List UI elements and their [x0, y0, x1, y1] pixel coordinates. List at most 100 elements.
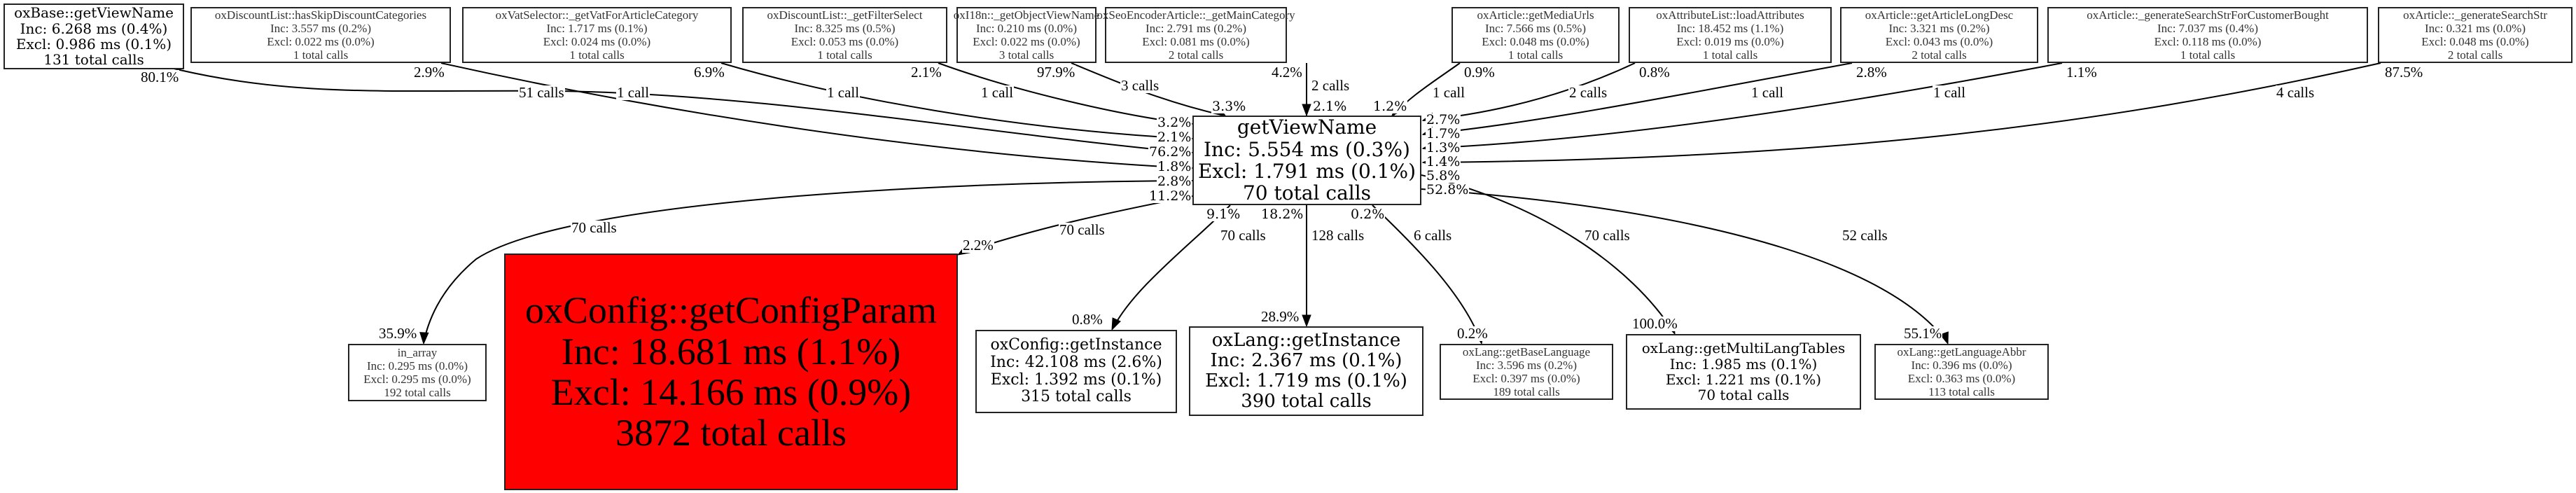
node-calls: 70 total calls	[1697, 387, 1790, 404]
node-calls: 2 total calls	[2447, 48, 2503, 62]
node-excl: Excl: 1.719 ms (0.1%)	[1205, 370, 1407, 391]
edge-label-calls: 2 calls	[1311, 77, 1351, 94]
node-calls: 1 total calls	[569, 48, 625, 62]
node-callee-getconfigparam[interactable]: oxConfig::getConfigParam Inc: 18.681 ms …	[504, 254, 958, 490]
edge-label-calls: 1 call	[1933, 84, 1967, 101]
node-caller-getmaincategory[interactable]: oxSeoEncoderArticle::_getMainCategory In…	[1096, 7, 1295, 63]
node-center-getviewname[interactable]: getViewName Inc: 5.554 ms (0.3%) Excl: 1…	[1192, 116, 1421, 205]
edge-generatesearchstr	[1422, 62, 2381, 163]
edge-label-in-pct: 100.0%	[1631, 315, 1678, 332]
node-title: oxBase::getViewName	[14, 4, 174, 22]
edge-label-in-pct: 0.2%	[1456, 325, 1489, 342]
edge-label-out-pct: 2.8%	[1157, 174, 1192, 189]
node-inc: Inc: 5.554 ms (0.3%)	[1204, 137, 1410, 161]
edge-label-in-pct: 2.1%	[1312, 99, 1348, 114]
node-caller-getarticlelongdesc[interactable]: oxArticle::getArticleLongDesc Inc: 3.321…	[1840, 7, 2038, 63]
node-inc: Inc: 6.268 ms (0.4%)	[20, 20, 168, 37]
edge-to-oxlang-getinstance-arrowhead	[1302, 314, 1311, 328]
node-excl: Excl: 0.295 ms (0.0%)	[363, 373, 471, 386]
edge-to-in-array-arrowhead	[419, 332, 429, 345]
node-title: oxLang::getInstance	[1211, 329, 1401, 351]
node-inc: Inc: 18.681 ms (1.1%)	[561, 330, 901, 373]
node-title: oxArticle::_generateSearchStr	[2403, 8, 2547, 22]
node-callee-getbaselanguage[interactable]: oxLang::getBaseLanguage Inc: 3.596 ms (0…	[1440, 344, 1613, 400]
edge-label-calls: 1 call	[616, 84, 650, 101]
node-excl: Excl: 0.397 ms (0.0%)	[1473, 372, 1580, 385]
node-caller-getobjectviewname[interactable]: oxI18n::_getObjectViewName Inc: 0.210 ms…	[954, 7, 1099, 63]
edge-label-calls: 2 calls	[1568, 84, 1608, 101]
edge-oxbase-getviewname	[167, 67, 1191, 153]
node-excl: Excl: 0.022 ms (0.0%)	[973, 35, 1080, 48]
edge-label-calls: 70 calls	[1059, 221, 1106, 238]
node-excl: Excl: 0.986 ms (0.1%)	[15, 36, 172, 53]
node-inc: Inc: 8.325 ms (0.5%)	[794, 21, 896, 35]
node-excl: Excl: 1.221 ms (0.1%)	[1665, 371, 1822, 388]
node-inc: Inc: 42.108 ms (2.6%)	[990, 353, 1162, 371]
edge-getmaincategory-arrowhead	[1302, 104, 1311, 117]
node-title: oxConfig::getConfigParam	[525, 289, 937, 332]
edge-label-out-pct: 2.1%	[910, 64, 942, 81]
edge-label-calls: 1 call	[826, 84, 861, 101]
node-callee-oxlang-getinstance[interactable]: oxLang::getInstance Inc: 2.367 ms (0.1%)…	[1189, 326, 1423, 416]
edge-customerbought	[1422, 62, 2063, 149]
node-caller-generatesearchstr[interactable]: oxArticle::_generateSearchStr Inc: 0.321…	[2378, 7, 2572, 63]
node-caller-generatesearchstrforcustomerbought[interactable]: oxArticle::_generateSearchStrForCustomer…	[2047, 7, 2368, 63]
node-inc: Inc: 1.717 ms (0.1%)	[546, 21, 648, 35]
edge-label-calls: 70 calls	[571, 219, 618, 236]
node-excl: Excl: 0.048 ms (0.0%)	[2421, 35, 2529, 48]
edge-label-out-pct: 6.9%	[693, 64, 725, 81]
node-title: getViewName	[1237, 116, 1377, 139]
node-inc: Inc: 3.321 ms (0.2%)	[1888, 21, 1990, 35]
node-excl: Excl: 0.048 ms (0.0%)	[1482, 35, 1589, 48]
node-excl: Excl: 0.118 ms (0.0%)	[2154, 35, 2262, 48]
node-inc: Inc: 7.037 ms (0.4%)	[2157, 21, 2258, 35]
node-title: in_array	[397, 345, 438, 359]
node-calls: 131 total calls	[43, 51, 144, 69]
node-callee-getlanguageabbr[interactable]: oxLang::getLanguageAbbr Inc: 0.396 ms (0…	[1874, 344, 2049, 400]
node-title: oxAttributeList::loadAttributes	[1656, 8, 1804, 22]
node-caller-getvatforarticlecategory[interactable]: oxVatSelector::_getVatForArticleCategory…	[462, 7, 732, 63]
node-title: oxVatSelector::_getVatForArticleCategory	[495, 8, 699, 22]
node-excl: Excl: 0.053 ms (0.0%)	[791, 35, 899, 48]
node-caller-getmediaurls[interactable]: oxArticle::getMediaUrls Inc: 7.566 ms (0…	[1451, 7, 1620, 63]
node-callee-getmultilangtables[interactable]: oxLang::getMultiLangTables Inc: 1.985 ms…	[1626, 334, 1861, 410]
node-caller-getfilterselect[interactable]: oxDiscountList::_getFilterSelect Inc: 8.…	[742, 7, 947, 63]
node-inc: Inc: 0.396 ms (0.0%)	[1911, 358, 2012, 372]
node-inc: Inc: 18.452 ms (1.1%)	[1676, 21, 1784, 35]
node-inc: Inc: 7.566 ms (0.5%)	[1484, 21, 1586, 35]
node-calls: 315 total calls	[1021, 388, 1132, 406]
node-title: oxI18n::_getObjectViewName	[953, 8, 1100, 22]
node-excl: Excl: 0.022 ms (0.0%)	[267, 35, 375, 48]
edge-label-calls: 128 calls	[1311, 227, 1365, 244]
edge-label-out-pct: 0.2%	[1350, 207, 1386, 222]
node-excl: Excl: 1.392 ms (0.1%)	[990, 370, 1162, 389]
edge-to-oxconfig-getinstance-arrowhead	[1111, 317, 1121, 331]
node-caller-loadattributes[interactable]: oxAttributeList::loadAttributes Inc: 18.…	[1629, 7, 1832, 63]
edge-label-out-pct: 0.9%	[1463, 64, 1496, 81]
edge-label-calls: 70 calls	[1584, 227, 1631, 244]
node-caller-haskipdiscountcategories[interactable]: oxDiscountList::hasSkipDiscountCategorie…	[190, 7, 451, 63]
node-calls: 2 total calls	[1912, 48, 1967, 62]
node-calls: 3 total calls	[998, 48, 1054, 62]
node-inc: Inc: 3.557 ms (0.2%)	[270, 21, 371, 35]
edge-label-out-pct: 5.8%	[1426, 168, 1461, 183]
edge-label-in-pct: 35.9%	[378, 325, 418, 342]
edge-label-out-pct: 0.8%	[1638, 64, 1671, 81]
node-callee-in-array[interactable]: in_array Inc: 0.295 ms (0.0%) Excl: 0.29…	[348, 344, 487, 401]
edge-label-calls: 1 call	[980, 84, 1015, 101]
edge-label-in-pct: 2.1%	[1157, 130, 1192, 145]
edge-label-out-pct: 11.2%	[1148, 188, 1192, 204]
edge-label-out-pct: 80.1%	[140, 69, 180, 85]
edge-label-out-pct: 18.2%	[1260, 207, 1304, 222]
node-calls: 1 total calls	[2180, 48, 2236, 62]
edge-to-getbaselanguage	[1372, 204, 1482, 342]
node-callee-oxconfig-getinstance[interactable]: oxConfig::getInstance Inc: 42.108 ms (2.…	[975, 330, 1177, 413]
node-inc: Inc: 0.210 ms (0.0%)	[975, 21, 1077, 35]
edge-label-in-pct: 1.7%	[1426, 126, 1461, 141]
node-title: oxLang::getLanguageAbbr	[1897, 345, 2026, 359]
node-title: oxLang::getMultiLangTables	[1641, 340, 1846, 357]
edge-label-in-pct: 1.3%	[1426, 140, 1461, 155]
node-caller-oxbase-getviewname[interactable]: oxBase::getViewName Inc: 6.268 ms (0.4%)…	[4, 4, 184, 69]
node-inc: Inc: 3.596 ms (0.2%)	[1475, 358, 1577, 372]
edge-label-out-pct: 1.1%	[2066, 64, 2098, 81]
